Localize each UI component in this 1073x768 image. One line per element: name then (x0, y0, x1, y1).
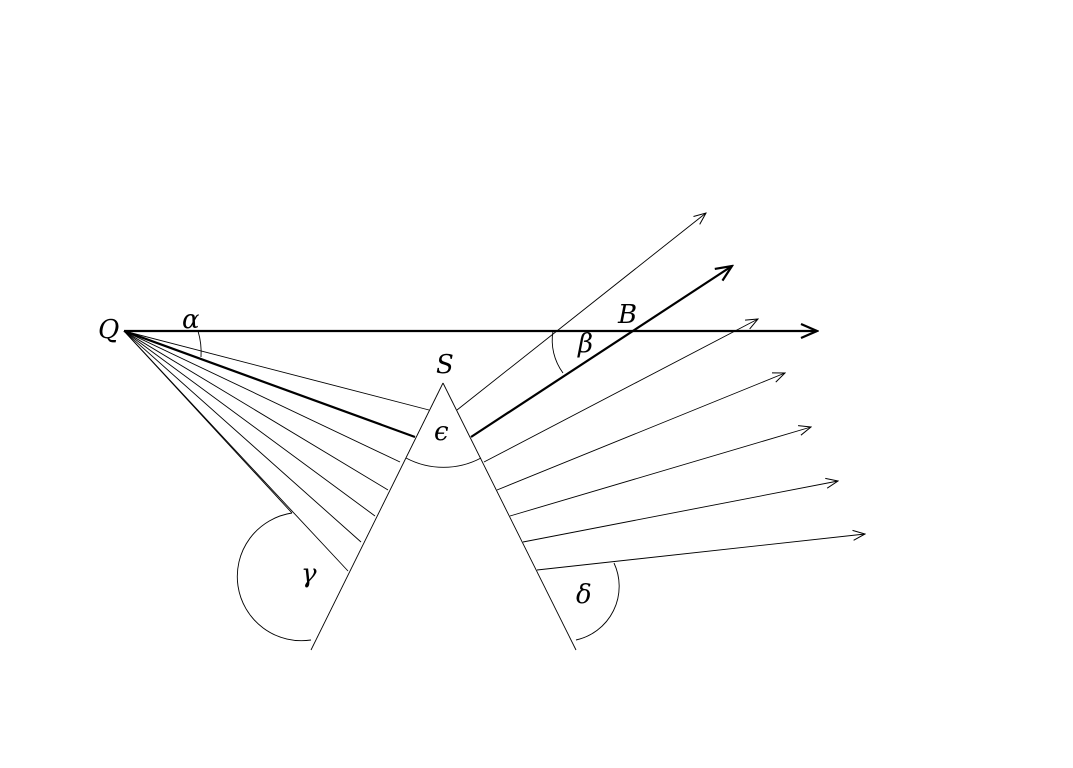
emergent-ray (496, 373, 785, 491)
incident-rays (123, 329, 430, 572)
label-gamma: γ (301, 559, 317, 589)
prism-right-face (442, 382, 577, 651)
epsilon-arc (405, 457, 482, 468)
incident-ray (123, 330, 362, 543)
emergent-ray (536, 534, 865, 571)
label-alpha: α (182, 305, 200, 335)
delta-arc (575, 562, 620, 641)
incident-ray (123, 330, 401, 463)
label-beta: β (577, 329, 593, 359)
alpha-arc (197, 330, 202, 358)
beta-arc (551, 330, 564, 374)
incident-ray (123, 330, 293, 514)
emergent-ray (509, 427, 811, 517)
label-B: B (617, 300, 637, 330)
prism-left-face (310, 382, 444, 651)
incident-ray (123, 330, 376, 517)
label-epsilon: ϵ (434, 417, 449, 447)
gamma-arc (236, 512, 312, 642)
incident-ray-main (123, 329, 416, 439)
emergent-ray (522, 481, 838, 543)
label-Q: Q (98, 315, 119, 345)
emergent-ray (456, 213, 706, 411)
incident-ray (123, 330, 389, 491)
emergent-ray (483, 319, 758, 463)
label-delta: δ (576, 580, 592, 610)
label-S: S (436, 350, 454, 380)
incident-ray (123, 330, 430, 411)
emergent-rays (456, 213, 865, 571)
emergent-ray-main (470, 266, 732, 438)
